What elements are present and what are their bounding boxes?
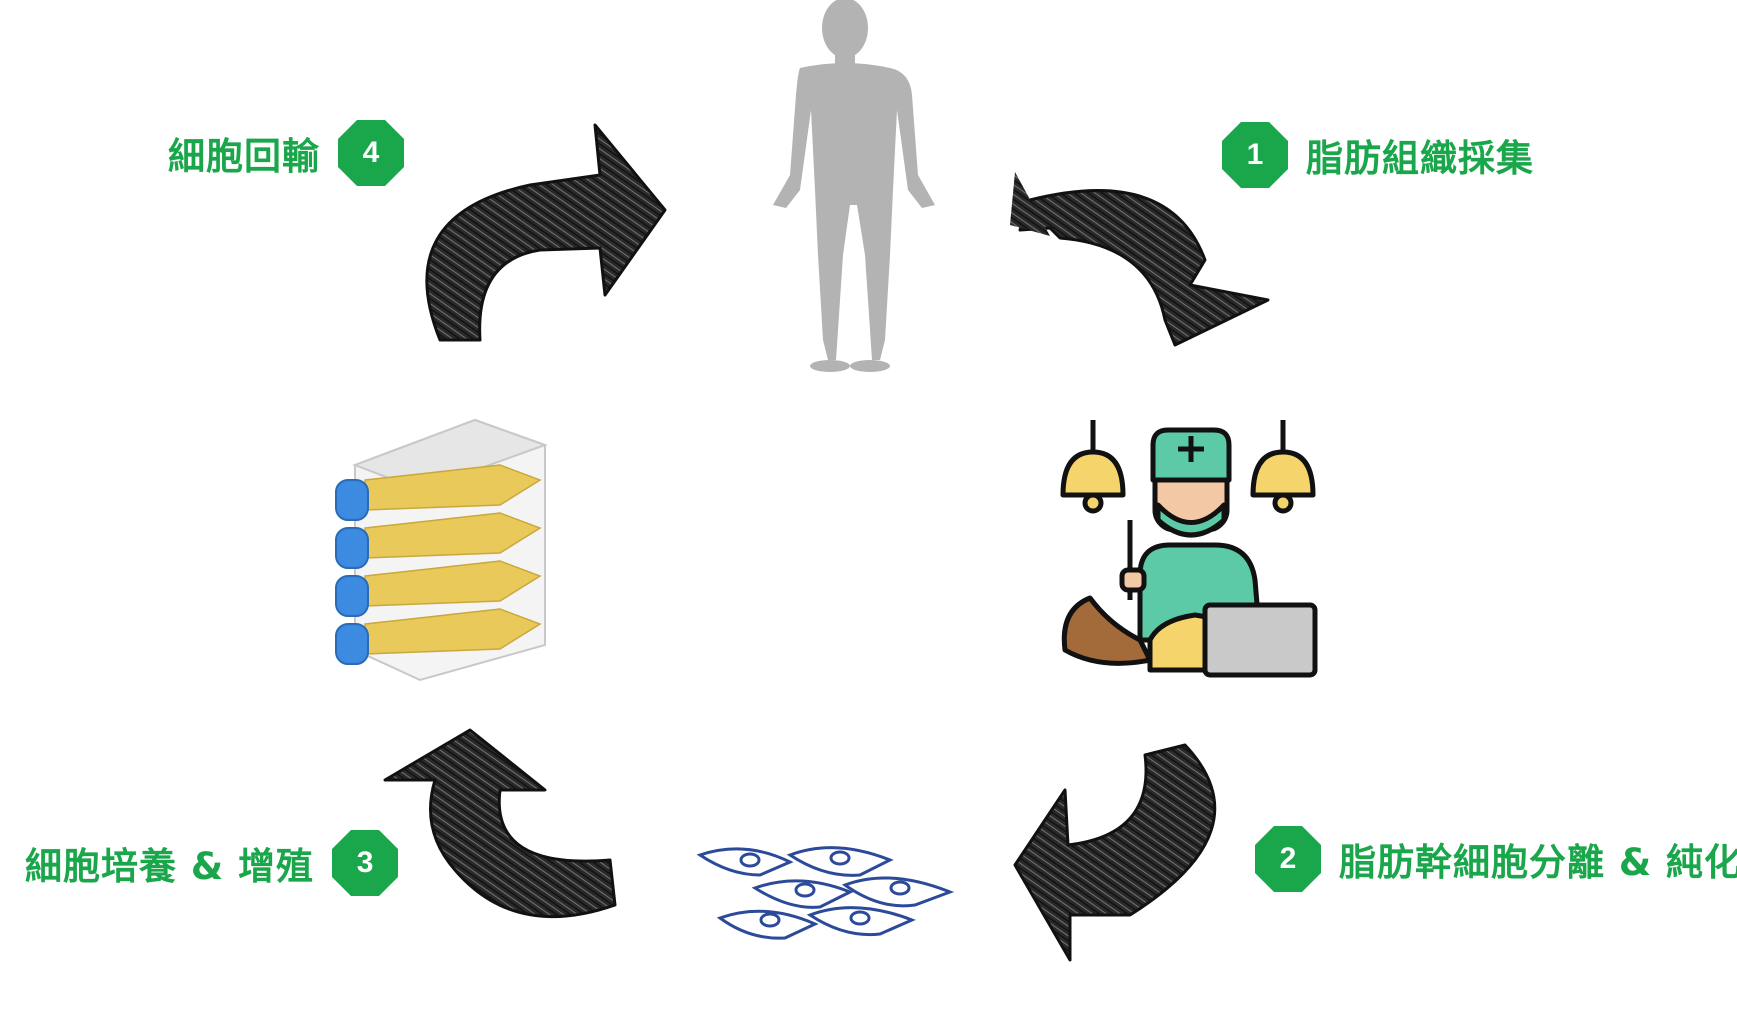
step-4: 4 細胞回輸: [168, 120, 404, 186]
curved-arrow-icon: [425, 123, 667, 342]
step-number: 4: [362, 136, 380, 169]
curved-arrow-icon: [383, 728, 617, 919]
step-number-badge: 2: [1255, 826, 1321, 892]
step-label: 細胞培養 & 增殖: [25, 845, 315, 888]
stem-cells-icon: [696, 846, 955, 940]
surgeon-operating-icon: [1060, 420, 1318, 678]
human-silhouette-icon: [773, 0, 935, 372]
step-3: 3 細胞培養 & 增殖: [25, 830, 399, 896]
step-number-badge: 4: [338, 120, 404, 186]
step-number: 2: [1279, 842, 1297, 875]
step-label: 脂肪組織採集: [1306, 137, 1534, 180]
step-1: 1 脂肪組織採集: [1222, 122, 1534, 188]
step-number: 3: [356, 846, 374, 879]
stacked-culture-flasks-icon: [335, 418, 548, 682]
curved-arrow-icon: [1010, 172, 1270, 347]
step-number-badge: 1: [1222, 122, 1288, 188]
curved-arrow-icon: [1013, 743, 1217, 962]
step-number: 1: [1246, 138, 1264, 171]
step-label: 脂肪幹細胞分離 & 純化: [1339, 841, 1737, 884]
step-2: 2 脂肪幹細胞分離 & 純化: [1255, 826, 1737, 892]
step-number-badge: 3: [332, 830, 399, 896]
step-label: 細胞回輸: [168, 135, 320, 178]
